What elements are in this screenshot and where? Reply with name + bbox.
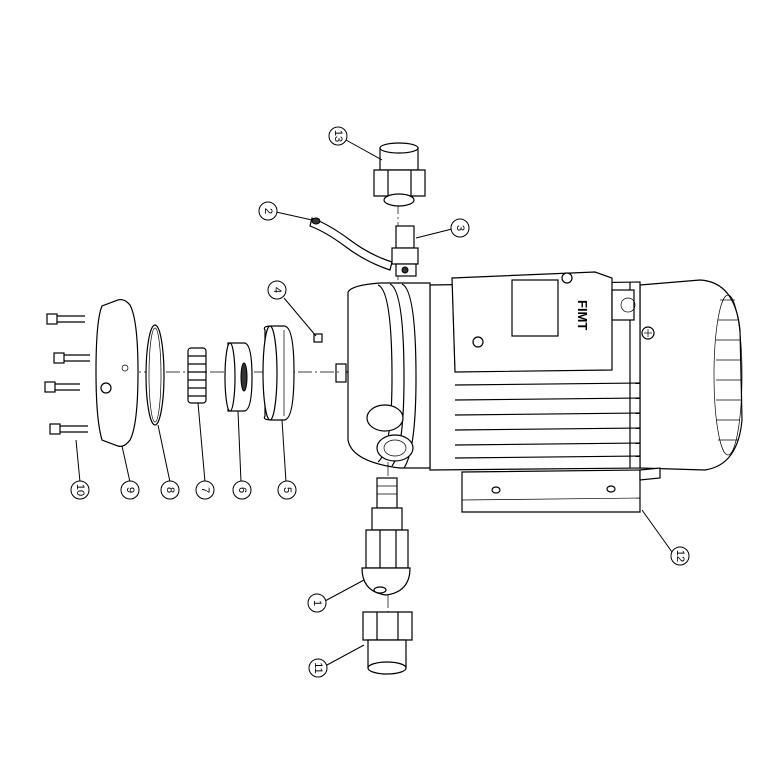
brand-label: FIMT: [575, 300, 590, 330]
svg-text:6: 6: [236, 487, 248, 493]
part-9-cover-plate: [95, 298, 139, 447]
part-8-o-ring: [145, 324, 165, 426]
inlet-port: [376, 434, 414, 462]
part-2-tube: [309, 217, 393, 271]
outlet-port: [366, 404, 404, 432]
svg-text:9: 9: [124, 487, 136, 493]
fan-grille: [713, 294, 743, 456]
callout-13: 13: [328, 126, 348, 146]
svg-text:5: 5: [281, 487, 293, 493]
part-11-bottom-fitting: [362, 611, 413, 675]
svg-text:10: 10: [74, 484, 86, 496]
callout-4: 4: [267, 280, 287, 300]
terminal-box-window: [511, 279, 559, 337]
svg-text:8: 8: [164, 487, 176, 493]
svg-text:4: 4: [271, 287, 283, 293]
motor-mounting-foot: [461, 469, 641, 513]
callout-9: 9: [120, 480, 140, 500]
pump-head: [335, 282, 431, 469]
callout-11: 11: [308, 658, 328, 678]
terminal-box-screw: [472, 336, 484, 348]
svg-text:1: 1: [311, 600, 323, 606]
callout-6: 6: [232, 480, 252, 500]
callout-12: 12: [670, 546, 690, 566]
part-10-screws: [44, 313, 90, 435]
shaft-stub: [335, 363, 347, 383]
part-1-inlet-valve: [361, 477, 411, 596]
svg-text:2: 2: [262, 208, 274, 214]
part-13-top-fitting: [373, 142, 426, 207]
callout-3: 3: [450, 218, 470, 238]
svg-text:11: 11: [312, 662, 324, 673]
svg-text:3: 3: [454, 225, 466, 231]
leader-lines: [75, 139, 673, 666]
cable-gland: [611, 289, 635, 321]
part-6-ring: [224, 342, 253, 412]
callout-1: 1: [307, 593, 327, 613]
part-7-gear: [187, 347, 207, 404]
motor-assembly: FIMT: [429, 271, 743, 513]
callout-8: 8: [160, 480, 180, 500]
part-5-impeller: [262, 325, 295, 421]
callout-7: 7: [195, 480, 215, 500]
motor-fan-cover: [639, 279, 743, 471]
callout-2: 2: [258, 201, 278, 221]
part-3-connector: [391, 225, 419, 277]
svg-text:13: 13: [332, 130, 344, 142]
svg-text:7: 7: [199, 487, 211, 493]
part-4-pin: [313, 333, 323, 343]
callout-5: 5: [277, 480, 297, 500]
svg-text:12: 12: [674, 550, 686, 562]
callout-10: 10: [70, 480, 90, 500]
